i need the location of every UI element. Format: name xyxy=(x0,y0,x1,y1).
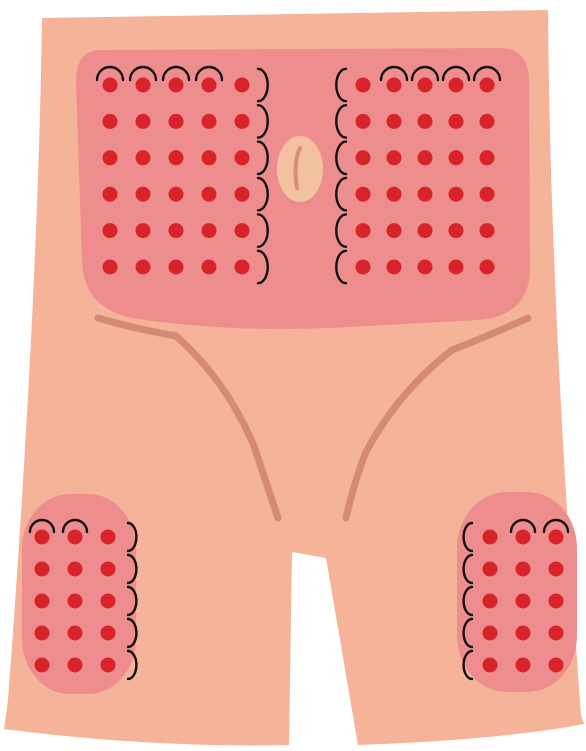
injection-site-dot xyxy=(516,658,531,673)
injection-site-dot xyxy=(35,562,50,577)
injection-site-dot xyxy=(136,187,151,202)
injection-site-dot xyxy=(202,114,217,129)
injection-site-dot xyxy=(449,187,464,202)
injection-site-dot xyxy=(387,260,402,275)
injection-site-dot xyxy=(35,626,50,641)
injection-site-dot xyxy=(103,260,118,275)
injection-site-dot xyxy=(387,78,402,93)
injection-site-dot xyxy=(169,78,184,93)
injection-site-dot xyxy=(235,114,250,129)
injection-site-dot xyxy=(136,223,151,238)
injection-site-dot xyxy=(483,658,498,673)
injection-site-dot xyxy=(418,78,433,93)
injection-site-dot xyxy=(549,626,564,641)
injection-site-dot xyxy=(103,150,118,165)
injection-site-dot xyxy=(516,594,531,609)
injection-site-dot xyxy=(449,78,464,93)
injection-site-dot xyxy=(387,187,402,202)
injection-site-dot xyxy=(480,114,495,129)
injection-site-dot xyxy=(169,150,184,165)
injection-site-dot xyxy=(418,187,433,202)
injection-site-dot xyxy=(418,223,433,238)
injection-site-dot xyxy=(516,562,531,577)
injection-site-dot xyxy=(418,150,433,165)
injection-site-dot xyxy=(202,187,217,202)
injection-site-dot xyxy=(101,594,116,609)
injection-site-dot xyxy=(235,260,250,275)
injection-site-dot xyxy=(356,187,371,202)
injection-site-dot xyxy=(103,187,118,202)
injection-site-dot xyxy=(68,562,83,577)
navel xyxy=(277,136,323,202)
injection-site-dot xyxy=(480,78,495,93)
injection-site-dot xyxy=(101,658,116,673)
injection-site-dot xyxy=(480,260,495,275)
injection-site-dot xyxy=(235,223,250,238)
injection-site-dot xyxy=(480,187,495,202)
injection-site-dot xyxy=(68,626,83,641)
injection-site-dot xyxy=(169,187,184,202)
injection-site-dot xyxy=(387,114,402,129)
injection-site-dot xyxy=(449,260,464,275)
injection-site-dot xyxy=(480,223,495,238)
injection-site-dot xyxy=(68,658,83,673)
injection-site-dot xyxy=(387,150,402,165)
injection-site-dot xyxy=(418,114,433,129)
injection-site-dot xyxy=(549,530,564,545)
injection-site-dot xyxy=(449,150,464,165)
injection-site-dot xyxy=(101,562,116,577)
injection-site-dot xyxy=(136,150,151,165)
injection-site-dot xyxy=(356,78,371,93)
injection-site-dot xyxy=(480,150,495,165)
injection-site-dot xyxy=(169,114,184,129)
injection-site-dot xyxy=(202,223,217,238)
injection-site-dot xyxy=(136,114,151,129)
injection-site-dot xyxy=(356,260,371,275)
injection-site-dot xyxy=(202,150,217,165)
injection-site-dot xyxy=(202,78,217,93)
injection-site-dot xyxy=(483,562,498,577)
injection-site-dot xyxy=(549,594,564,609)
injection-site-dot xyxy=(235,78,250,93)
injection-site-dot xyxy=(202,260,217,275)
injection-site-dot xyxy=(101,530,116,545)
injection-site-dot xyxy=(483,594,498,609)
injection-site-dot xyxy=(549,658,564,673)
injection-site-dot xyxy=(103,223,118,238)
injection-site-dot xyxy=(356,223,371,238)
injection-site-dot xyxy=(483,530,498,545)
injection-site-dot xyxy=(103,114,118,129)
injection-site-dot xyxy=(35,658,50,673)
injection-site-dot xyxy=(516,626,531,641)
injection-site-dot xyxy=(169,260,184,275)
injection-site-dot xyxy=(549,562,564,577)
injection-site-dot xyxy=(136,260,151,275)
injection-site-dot xyxy=(136,78,151,93)
injection-site-dot xyxy=(68,594,83,609)
injection-site-dot xyxy=(103,78,118,93)
injection-site-dot xyxy=(35,594,50,609)
injection-site-dot xyxy=(235,150,250,165)
injection-site-dot xyxy=(68,530,83,545)
injection-site-dot xyxy=(235,187,250,202)
injection-site-dot xyxy=(418,260,433,275)
injection-site-dot xyxy=(449,223,464,238)
injection-site-dot xyxy=(387,223,402,238)
injection-site-dot xyxy=(449,114,464,129)
injection-site-dot xyxy=(356,150,371,165)
injection-site-dot xyxy=(35,530,50,545)
injection-site-dot xyxy=(356,114,371,129)
injection-site-dot xyxy=(169,223,184,238)
injection-site-dot xyxy=(101,626,116,641)
injection-site-dot xyxy=(516,530,531,545)
injection-site-dot xyxy=(483,626,498,641)
